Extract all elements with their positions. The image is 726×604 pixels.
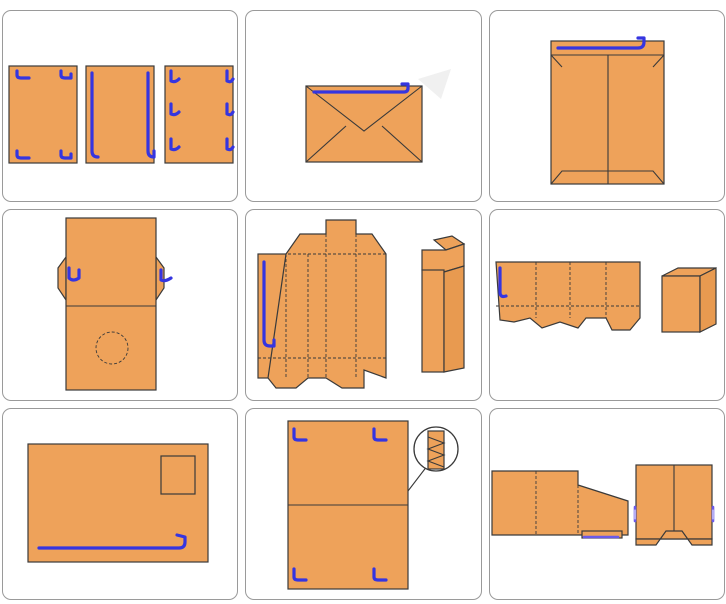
tape-strip xyxy=(262,260,276,348)
tape-strip xyxy=(498,266,508,299)
panel-sleeve-and-folder xyxy=(489,408,725,600)
score-lines xyxy=(496,262,640,318)
tape-strip xyxy=(225,102,235,117)
tape-strip xyxy=(146,71,156,159)
tape-highlight xyxy=(634,509,714,520)
panel-folder-with-circle xyxy=(2,209,238,401)
tray-dieline xyxy=(495,261,641,331)
sleeve-dieline xyxy=(491,470,629,536)
score-lines xyxy=(258,234,386,378)
tape-strip xyxy=(292,567,308,582)
envelope-flap-lines xyxy=(305,85,423,163)
tape-strip xyxy=(169,137,181,152)
sheet-corner-tapes xyxy=(8,65,78,164)
stamp-box xyxy=(160,455,196,495)
tray-illustration xyxy=(495,261,717,333)
tape-strip xyxy=(372,427,388,442)
folder-body xyxy=(65,217,157,391)
tall-box-illustration xyxy=(257,219,466,389)
box-dieline xyxy=(267,219,387,389)
tall-box-side xyxy=(443,265,465,373)
corrugation-wave xyxy=(426,436,446,468)
tape-strip xyxy=(372,567,388,582)
sleeve-illustration xyxy=(491,464,715,546)
panel-flat-sheets-with-tape xyxy=(2,10,238,202)
tape-strip xyxy=(59,149,73,160)
mailer-fold-lines xyxy=(550,54,665,185)
panel-envelope xyxy=(245,10,482,202)
panel-box-dieline-and-tall-box xyxy=(245,209,482,401)
cube-side xyxy=(699,267,717,333)
flat-sheets-illustration xyxy=(8,65,235,164)
tape-strip xyxy=(67,266,81,282)
tape-strip xyxy=(90,71,100,159)
tape-strip xyxy=(556,36,646,50)
panel-tray-dieline-and-cube xyxy=(489,209,725,401)
tape-strip xyxy=(15,69,31,80)
shadow-shape xyxy=(418,69,451,99)
envelope-illustration xyxy=(305,69,451,163)
tall-box-front xyxy=(421,269,445,373)
tape-strip xyxy=(225,137,235,152)
sheet-edge-tapes xyxy=(85,65,155,164)
panel-mailer-bag xyxy=(489,10,725,202)
panel-postcard-mailer xyxy=(2,408,238,600)
score-lines xyxy=(535,471,579,535)
cube-front xyxy=(661,275,701,333)
corrugated-sheet-illustration xyxy=(287,420,459,590)
panel-corrugated-sheet xyxy=(245,408,482,600)
tape-strip xyxy=(292,427,308,442)
tape-strip xyxy=(312,82,410,94)
envelope-body xyxy=(305,85,423,163)
tape-strip xyxy=(169,69,181,84)
side-flap-left xyxy=(57,255,67,302)
mailer-bag-illustration xyxy=(550,36,665,185)
tape-strip xyxy=(169,102,181,117)
folder-illustration xyxy=(57,217,173,391)
tape-strip xyxy=(37,533,187,550)
tape-strip xyxy=(225,69,235,84)
dashed-circle xyxy=(95,331,129,365)
postcard-illustration xyxy=(27,443,209,563)
tape-strip xyxy=(15,149,31,160)
tape-strip xyxy=(59,69,73,80)
folder-bottom-flap xyxy=(635,530,713,546)
tape-strip xyxy=(159,268,173,283)
